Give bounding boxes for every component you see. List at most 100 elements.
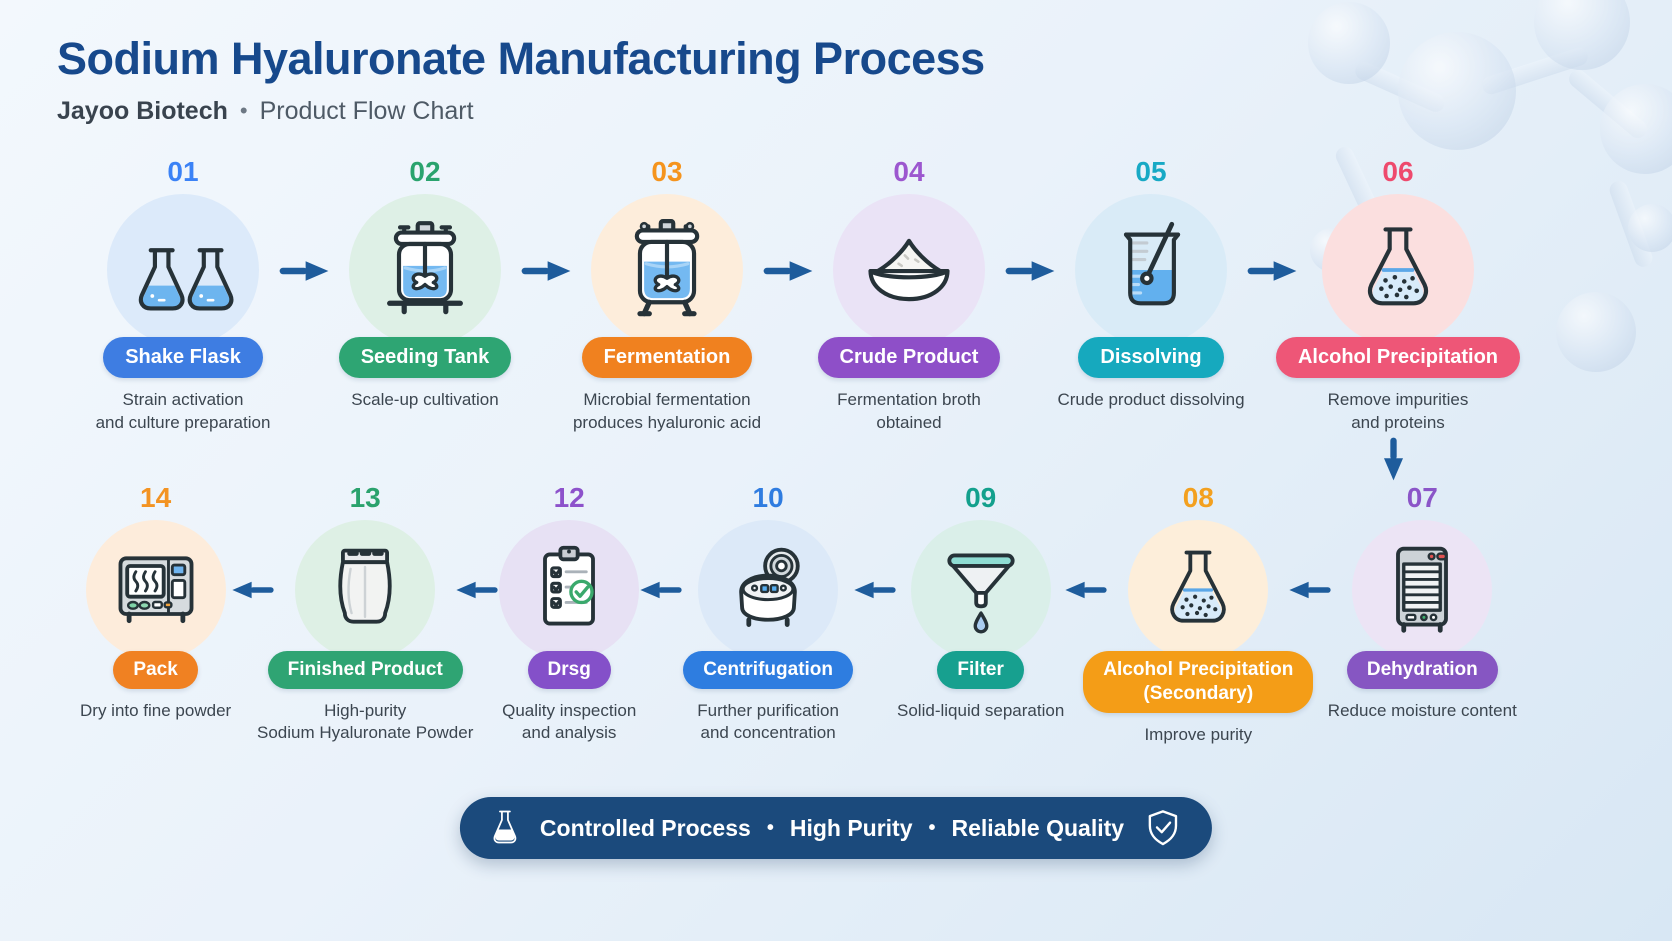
- flow-arrow-right: [762, 258, 814, 284]
- brand-name: Jayoo Biotech: [57, 96, 228, 125]
- flow-arrow-down: [1381, 436, 1406, 482]
- process-step-09: 09 Filter Solid-liquid separation: [897, 482, 1064, 722]
- molecule-ball: [1556, 292, 1636, 372]
- step-description: Reduce moisture content: [1327, 700, 1517, 720]
- beaker-stir-icon: [1099, 218, 1203, 322]
- step-description: High-purity Sodium Hyaluronate Powder: [256, 700, 474, 743]
- process-step-01: 01 Shake Flask Strain activation and cul…: [88, 156, 278, 434]
- step-description: Improve purity: [1144, 724, 1253, 744]
- flow-arrow-right: [520, 258, 572, 284]
- centrifuge-icon: [720, 542, 816, 638]
- step-number: 09: [965, 482, 997, 513]
- step-badge: Finished Product: [267, 651, 463, 689]
- molecule-ball: [1628, 204, 1672, 252]
- flask-precipitate-icon: [1150, 542, 1246, 638]
- step-number: 14: [140, 482, 172, 513]
- banner-item-1: Controlled Process: [539, 814, 751, 841]
- step-badge: Dissolving: [1078, 337, 1224, 379]
- step-description: Scale-up cultivation: [351, 390, 499, 410]
- step-description: Strain activation and culture preparatio…: [95, 390, 271, 432]
- banner-text: Controlled Process • High Purity • Relia…: [540, 815, 1124, 842]
- molecule-ball: [1600, 84, 1672, 174]
- step-number: 13: [349, 482, 381, 513]
- step-badge: Fermentation: [581, 337, 753, 379]
- step-description: Dry into fine powder: [80, 700, 232, 720]
- step-icon-circle: [107, 194, 259, 347]
- step-description: Remove impurities and proteins: [1327, 390, 1469, 432]
- subtitle-text: Product Flow Chart: [259, 96, 474, 125]
- flow-arrow-right: [278, 258, 330, 284]
- flow-arrow-left: [1288, 578, 1332, 602]
- step-icon-circle: [1075, 194, 1227, 347]
- step-number: 12: [553, 482, 585, 513]
- step-icon-circle: [295, 520, 436, 661]
- molecule-ball: [1398, 32, 1516, 150]
- molecule-ball: [1534, 0, 1630, 70]
- powder-bowl-icon: [857, 218, 961, 322]
- process-step-10: 10 Centrifugation Further purification a…: [683, 482, 854, 745]
- seeding-tank-icon: [373, 218, 477, 322]
- step-description: Further purification and concentration: [697, 700, 839, 743]
- shield-check-icon: [1144, 809, 1182, 847]
- step-icon-circle: [349, 194, 501, 347]
- checklist-clipboard-icon: [521, 542, 617, 638]
- process-step-14: 14 Pack Dry into fine powder: [80, 482, 231, 722]
- step-icon-circle: [910, 520, 1051, 661]
- step-description: Quality inspection and analysis: [502, 700, 637, 743]
- step-description: Crude product dissolving: [1057, 390, 1245, 410]
- step-number: 08: [1182, 482, 1214, 513]
- step-icon-circle: [85, 520, 226, 661]
- banner-separator: •: [766, 816, 774, 839]
- process-row-1: 01 Shake Flask Strain activation and cul…: [88, 156, 1521, 434]
- molecule-bond: [1479, 45, 1591, 97]
- flow-arrow-left: [455, 578, 499, 602]
- shake-flask-icon: [131, 218, 235, 322]
- step-badge: Pack: [113, 651, 198, 689]
- page-title: Sodium Hyaluronate Manufacturing Process: [57, 33, 985, 84]
- process-step-06: 06 Alcohol Precipitation Remove impuriti…: [1275, 156, 1521, 434]
- step-icon-circle: [499, 520, 640, 661]
- process-step-04: 04 Crude Product Fermentation broth obta…: [814, 156, 1004, 434]
- step-number: 07: [1406, 482, 1438, 513]
- banner-separator: •: [928, 816, 936, 839]
- flask-precipitate-icon: [1346, 218, 1450, 322]
- step-badge: Alcohol Precipitation: [1275, 337, 1521, 379]
- step-icon-circle: [1322, 194, 1474, 347]
- flask-icon: [490, 809, 520, 847]
- process-step-05: 05 Dissolving Crude product dissolving: [1056, 156, 1246, 412]
- molecule-ball: [1308, 2, 1390, 84]
- subtitle: Jayoo Biotech • Product Flow Chart: [57, 97, 985, 126]
- step-number: 01: [167, 156, 199, 187]
- process-step-02: 02 Seeding Tank Scale-up cultivation: [330, 156, 520, 412]
- step-description: Fermentation broth obtained: [837, 390, 981, 432]
- step-number: 04: [893, 156, 925, 187]
- product-pouch-icon: [317, 542, 413, 638]
- molecule-bond: [1607, 178, 1655, 270]
- step-number: 03: [651, 156, 683, 187]
- process-step-07: 07 Dehydration Reduce moisture content: [1328, 482, 1517, 722]
- step-description: Solid-liquid separation: [897, 700, 1065, 720]
- step-badge: Shake Flask: [103, 337, 263, 379]
- subtitle-separator: •: [239, 98, 248, 123]
- process-step-13: 13 Finished Product High-purity Sodium H…: [257, 482, 473, 745]
- dryer-machine-icon: [108, 542, 204, 638]
- step-badge: Alcohol Precipitation (Secondary): [1083, 651, 1314, 713]
- process-step-03: 03 Fermentation Microbial fermentation p…: [572, 156, 762, 434]
- step-badge: Dehydration: [1346, 651, 1498, 689]
- fermentation-tank-icon: [615, 218, 719, 322]
- quality-banner: Controlled Process • High Purity • Relia…: [459, 797, 1213, 859]
- step-icon-circle: [833, 194, 985, 347]
- flow-arrow-right: [1004, 258, 1056, 284]
- molecule-bond: [1565, 66, 1651, 142]
- flow-arrow-right: [1246, 258, 1298, 284]
- step-number: 05: [1135, 156, 1167, 187]
- step-icon-circle: [1352, 520, 1493, 661]
- step-icon-circle: [1128, 520, 1269, 661]
- step-number: 02: [409, 156, 441, 187]
- step-badge: Seeding Tank: [338, 337, 512, 379]
- process-step-08: 08 Alcohol Precipitation (Secondary) Imp…: [1083, 482, 1314, 746]
- funnel-icon: [933, 542, 1029, 638]
- step-badge: Centrifugation: [683, 651, 854, 689]
- flow-arrow-left: [1064, 578, 1108, 602]
